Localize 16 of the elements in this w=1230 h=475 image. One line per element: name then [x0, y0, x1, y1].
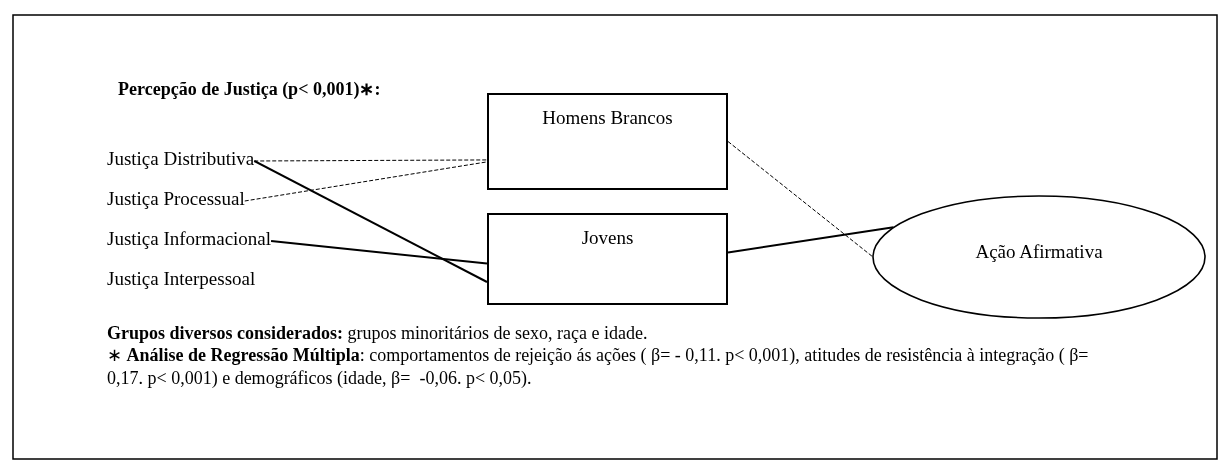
- note-text: ∗ Análise de Regressão Múltipla: comportamentos de rejeição ás ações ( β= - 0,11. p< 0,001), atitudes de resistência à integração ( β= 0,17. p< 0,001) e demográficos (idade, β= -0,06. p< 0,05).: [107, 344, 1090, 390]
- connector-line: [727, 226, 895, 254]
- connector-line: [244, 161, 488, 202]
- variable-label: Justiça Interpessoal: [107, 268, 256, 294]
- diagram-title: Percepção de Justiça (p< 0,001)∗:: [118, 78, 381, 101]
- outcome-ellipse: Ação Afirmativa: [872, 195, 1206, 319]
- connector-line: [253, 159, 488, 162]
- group-box: Homens Brancos: [487, 93, 728, 190]
- connector-line: [727, 141, 874, 258]
- connector-line: [270, 240, 488, 265]
- variable-label: Justiça Processual: [107, 188, 245, 214]
- variable-label: Justiça Informacional: [107, 228, 272, 254]
- variable-label: Justiça Distributiva: [107, 148, 255, 174]
- group-box: Jovens: [487, 213, 728, 305]
- connector-line: [253, 160, 488, 283]
- note-text: Grupos diversos considerados: grupos minoritários de sexo, raça e idade.: [107, 322, 649, 345]
